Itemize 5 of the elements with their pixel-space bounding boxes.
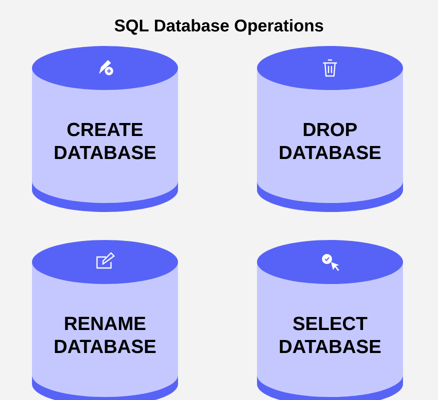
- title: SQL Database Operations: [114, 19, 324, 35]
- database-cylinder: DROP DATABASE: [257, 46, 403, 212]
- database-cylinder: CREATE DATABASE: [32, 46, 178, 212]
- database-cylinder: SELECT DATABASE: [257, 240, 403, 400]
- database-cylinder: RENAME DATABASE: [32, 240, 178, 400]
